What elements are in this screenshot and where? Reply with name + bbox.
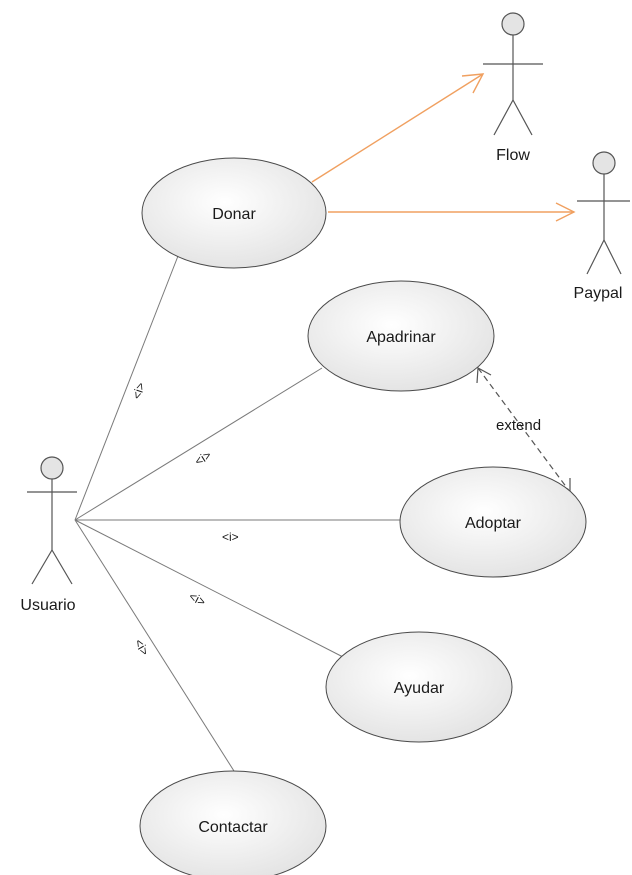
usecase-adoptar[interactable]: Adoptar bbox=[399, 466, 587, 578]
usecase-contactar[interactable]: Contactar bbox=[139, 770, 327, 875]
actor-paypal[interactable]: Paypal bbox=[574, 151, 630, 302]
usecase-ayudar-label: Ayudar bbox=[394, 680, 445, 697]
actor-paypal-label: Paypal bbox=[574, 285, 623, 302]
arrow-donar-paypal bbox=[328, 202, 576, 222]
actor-usuario[interactable]: Usuario bbox=[20, 456, 77, 614]
actor-paypal-icon bbox=[577, 151, 630, 275]
include-label-adoptar: <i> bbox=[222, 530, 239, 544]
assoc-usuario-ayudar bbox=[74, 519, 346, 659]
actor-flow-icon bbox=[483, 12, 543, 136]
usecase-apadrinar-label: Apadrinar bbox=[366, 329, 436, 346]
usecase-donar-label: Donar bbox=[212, 206, 256, 223]
usecase-ayudar[interactable]: Ayudar bbox=[325, 631, 513, 743]
usecase-contactar-label: Contactar bbox=[198, 819, 268, 836]
include-label-ayudar: <i> bbox=[187, 589, 208, 609]
assoc-usuario-donar bbox=[74, 255, 179, 521]
usecase-apadrinar[interactable]: Apadrinar bbox=[307, 280, 495, 392]
include-label-contactar: <i> bbox=[131, 637, 151, 658]
actor-usuario-icon bbox=[27, 456, 77, 585]
assoc-usuario-contactar bbox=[74, 519, 235, 772]
usecase-donar[interactable]: Donar bbox=[141, 157, 327, 269]
include-label-donar: <i> bbox=[130, 381, 148, 401]
actor-flow[interactable]: Flow bbox=[483, 12, 543, 164]
arrow-donar-flow bbox=[311, 73, 485, 183]
assoc-usuario-apadrinar bbox=[74, 367, 323, 521]
extend-label: extend bbox=[496, 417, 541, 434]
actor-usuario-label: Usuario bbox=[20, 597, 75, 614]
usecase-adoptar-label: Adoptar bbox=[465, 515, 522, 532]
include-label-apadrinar: <i> bbox=[192, 448, 214, 469]
actor-flow-label: Flow bbox=[496, 147, 530, 164]
